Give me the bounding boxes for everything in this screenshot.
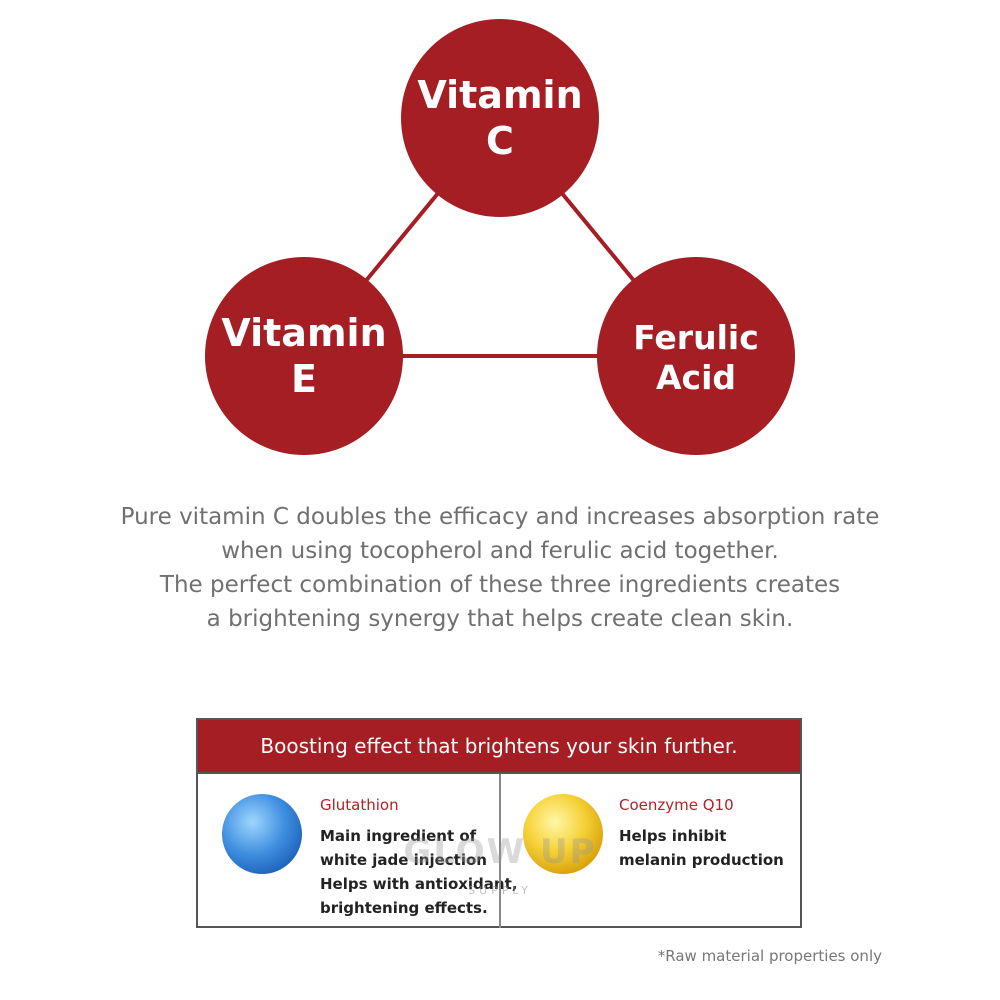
description-line: The perfect combination of these three i…: [159, 572, 841, 598]
ingredient-description-line: brightening effects.: [320, 899, 488, 917]
ingredient-coenzyme-q10: Coenzyme Q10 Helps inhibit melanin produ…: [501, 774, 801, 928]
ingredient-description: Helps inhibit melanin production: [619, 824, 784, 872]
ingredient-description-line: Helps inhibit: [619, 827, 727, 845]
node-label: C: [486, 119, 514, 163]
description-line: when using tocopherol and ferulic acid t…: [221, 538, 779, 564]
watermark-logo: GLOW UP: [403, 832, 597, 872]
node-label: Ferulic: [633, 318, 759, 357]
node-circle: [205, 257, 403, 455]
node-label: E: [291, 357, 317, 401]
ingredient-description-line: Helps with antioxidant,: [320, 875, 518, 893]
ingredient-description-line: melanin production: [619, 851, 784, 869]
ingredient-name: Coenzyme Q10: [619, 796, 734, 814]
watermark-subtitle: SUPPLY: [468, 884, 532, 897]
description-line: Pure vitamin C doubles the efficacy and …: [120, 504, 880, 530]
gold-orb-icon: [523, 794, 603, 874]
boosting-effect-header: Boosting effect that brightens your skin…: [198, 720, 800, 774]
footnote: *Raw material properties only: [657, 947, 882, 965]
ingredient-glutathion: Glutathion Main ingredient of white jade…: [198, 774, 517, 928]
boosting-effect-box: Boosting effect that brightens your skin…: [196, 718, 802, 928]
node-label: Vitamin: [221, 311, 386, 355]
ingredient-description-line: Main ingredient of: [320, 827, 477, 845]
description-line: a brightening synergy that helps create …: [206, 606, 794, 632]
node-circle: [597, 257, 795, 455]
ingredient-name: Glutathion: [320, 796, 399, 814]
node-label: Acid: [656, 358, 736, 397]
description-text: Pure vitamin C doubles the efficacy and …: [100, 500, 900, 636]
blue-orb-icon: [222, 794, 302, 874]
ingredient-description-line: white jade injection: [320, 851, 487, 869]
node-circle: [401, 19, 599, 217]
node-label: Vitamin: [417, 73, 582, 117]
column-divider: [499, 774, 501, 928]
boosting-effect-body: Glutathion Main ingredient of white jade…: [198, 774, 800, 928]
ingredient-description: Main ingredient of white jade injection …: [320, 824, 517, 920]
